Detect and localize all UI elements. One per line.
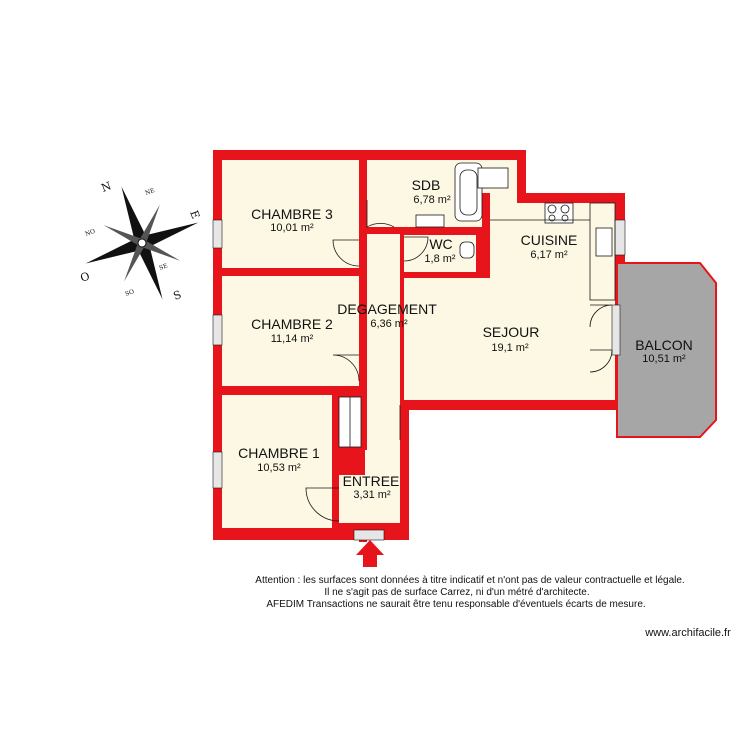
floor-cuisine xyxy=(488,203,615,300)
room-area-balcon: 10,51 m² xyxy=(642,353,686,365)
room-area-entree: 3,31 m² xyxy=(353,489,391,501)
floor-chambre3 xyxy=(222,160,359,268)
disclaimer: Attention : les surfaces sont données à … xyxy=(255,575,684,610)
fixtures xyxy=(338,162,616,448)
bathtub-icon xyxy=(454,162,483,222)
room-name-chambre3: CHAMBRE 3 xyxy=(251,206,333,222)
room-area-degagement: 6,36 m² xyxy=(370,318,408,330)
room-name-chambre2: CHAMBRE 2 xyxy=(251,316,333,332)
inner-walls xyxy=(213,193,490,540)
disclaimer-line-3: AFEDIM Transactions ne saurait être tenu… xyxy=(266,599,645,610)
floor-chambre2 xyxy=(222,276,359,386)
compass xyxy=(85,186,199,300)
room-area-chambre1: 10,53 m² xyxy=(257,462,301,474)
room-name-entree: ENTREE xyxy=(343,473,400,489)
compass-so: SO xyxy=(124,288,135,298)
website-credit: www.archifacile.fr xyxy=(644,627,731,639)
disclaimer-line-1: Attention : les surfaces sont données à … xyxy=(255,575,684,586)
room-area-wc: 1,8 m² xyxy=(424,253,456,265)
room-name-chambre1: CHAMBRE 1 xyxy=(238,445,320,461)
compass-west: O xyxy=(79,270,92,285)
room-area-sejour: 19,1 m² xyxy=(491,342,529,354)
balcony xyxy=(616,262,717,438)
washer-icon xyxy=(477,167,509,189)
compass-labels: N E S O NE SE SO NO xyxy=(79,179,203,303)
room-name-sejour: SEJOUR xyxy=(483,324,540,340)
room-name-cuisine: CUISINE xyxy=(521,232,578,248)
room-area-sdb: 6,78 m² xyxy=(413,194,451,206)
compass-south: S xyxy=(172,288,184,303)
toilet-icon xyxy=(459,241,475,259)
kitchen-sink-icon xyxy=(595,227,613,257)
cooktop-icon xyxy=(544,202,574,224)
entry-arrow-icon xyxy=(356,540,384,567)
cabinet-icon xyxy=(589,202,616,301)
room-area-cuisine: 6,17 m² xyxy=(530,249,568,261)
window-entree xyxy=(353,529,385,541)
room-labels: CHAMBRE 3 10,01 m² CHAMBRE 2 11,14 m² CH… xyxy=(238,177,693,501)
room-area-chambre3: 10,01 m² xyxy=(270,222,314,234)
room-name-balcon: BALCON xyxy=(635,337,693,353)
room-area-chambre2: 11,14 m² xyxy=(271,333,314,345)
compass-north: N xyxy=(100,179,114,195)
compass-se: SE xyxy=(158,262,168,271)
doors xyxy=(305,200,613,522)
disclaimer-line-2: Il ne s'agit pas de surface Carrez, ni d… xyxy=(324,587,589,598)
floor-chambre1 xyxy=(222,395,332,528)
compass-no: NO xyxy=(84,228,96,238)
room-name-degagement: DEGAGEMENT xyxy=(337,301,437,317)
compass-east: E xyxy=(187,209,202,221)
window-chambre3 xyxy=(212,219,223,249)
sink-icon xyxy=(415,214,445,228)
room-name-wc: WC xyxy=(429,236,452,252)
window-sejour xyxy=(611,304,621,356)
compass-ne: NE xyxy=(144,187,155,197)
window-chambre2 xyxy=(212,314,223,346)
room-name-sdb: SDB xyxy=(412,177,441,193)
floor-sejour xyxy=(404,278,615,400)
window-chambre1 xyxy=(212,451,223,489)
window-cuisine xyxy=(614,219,626,256)
